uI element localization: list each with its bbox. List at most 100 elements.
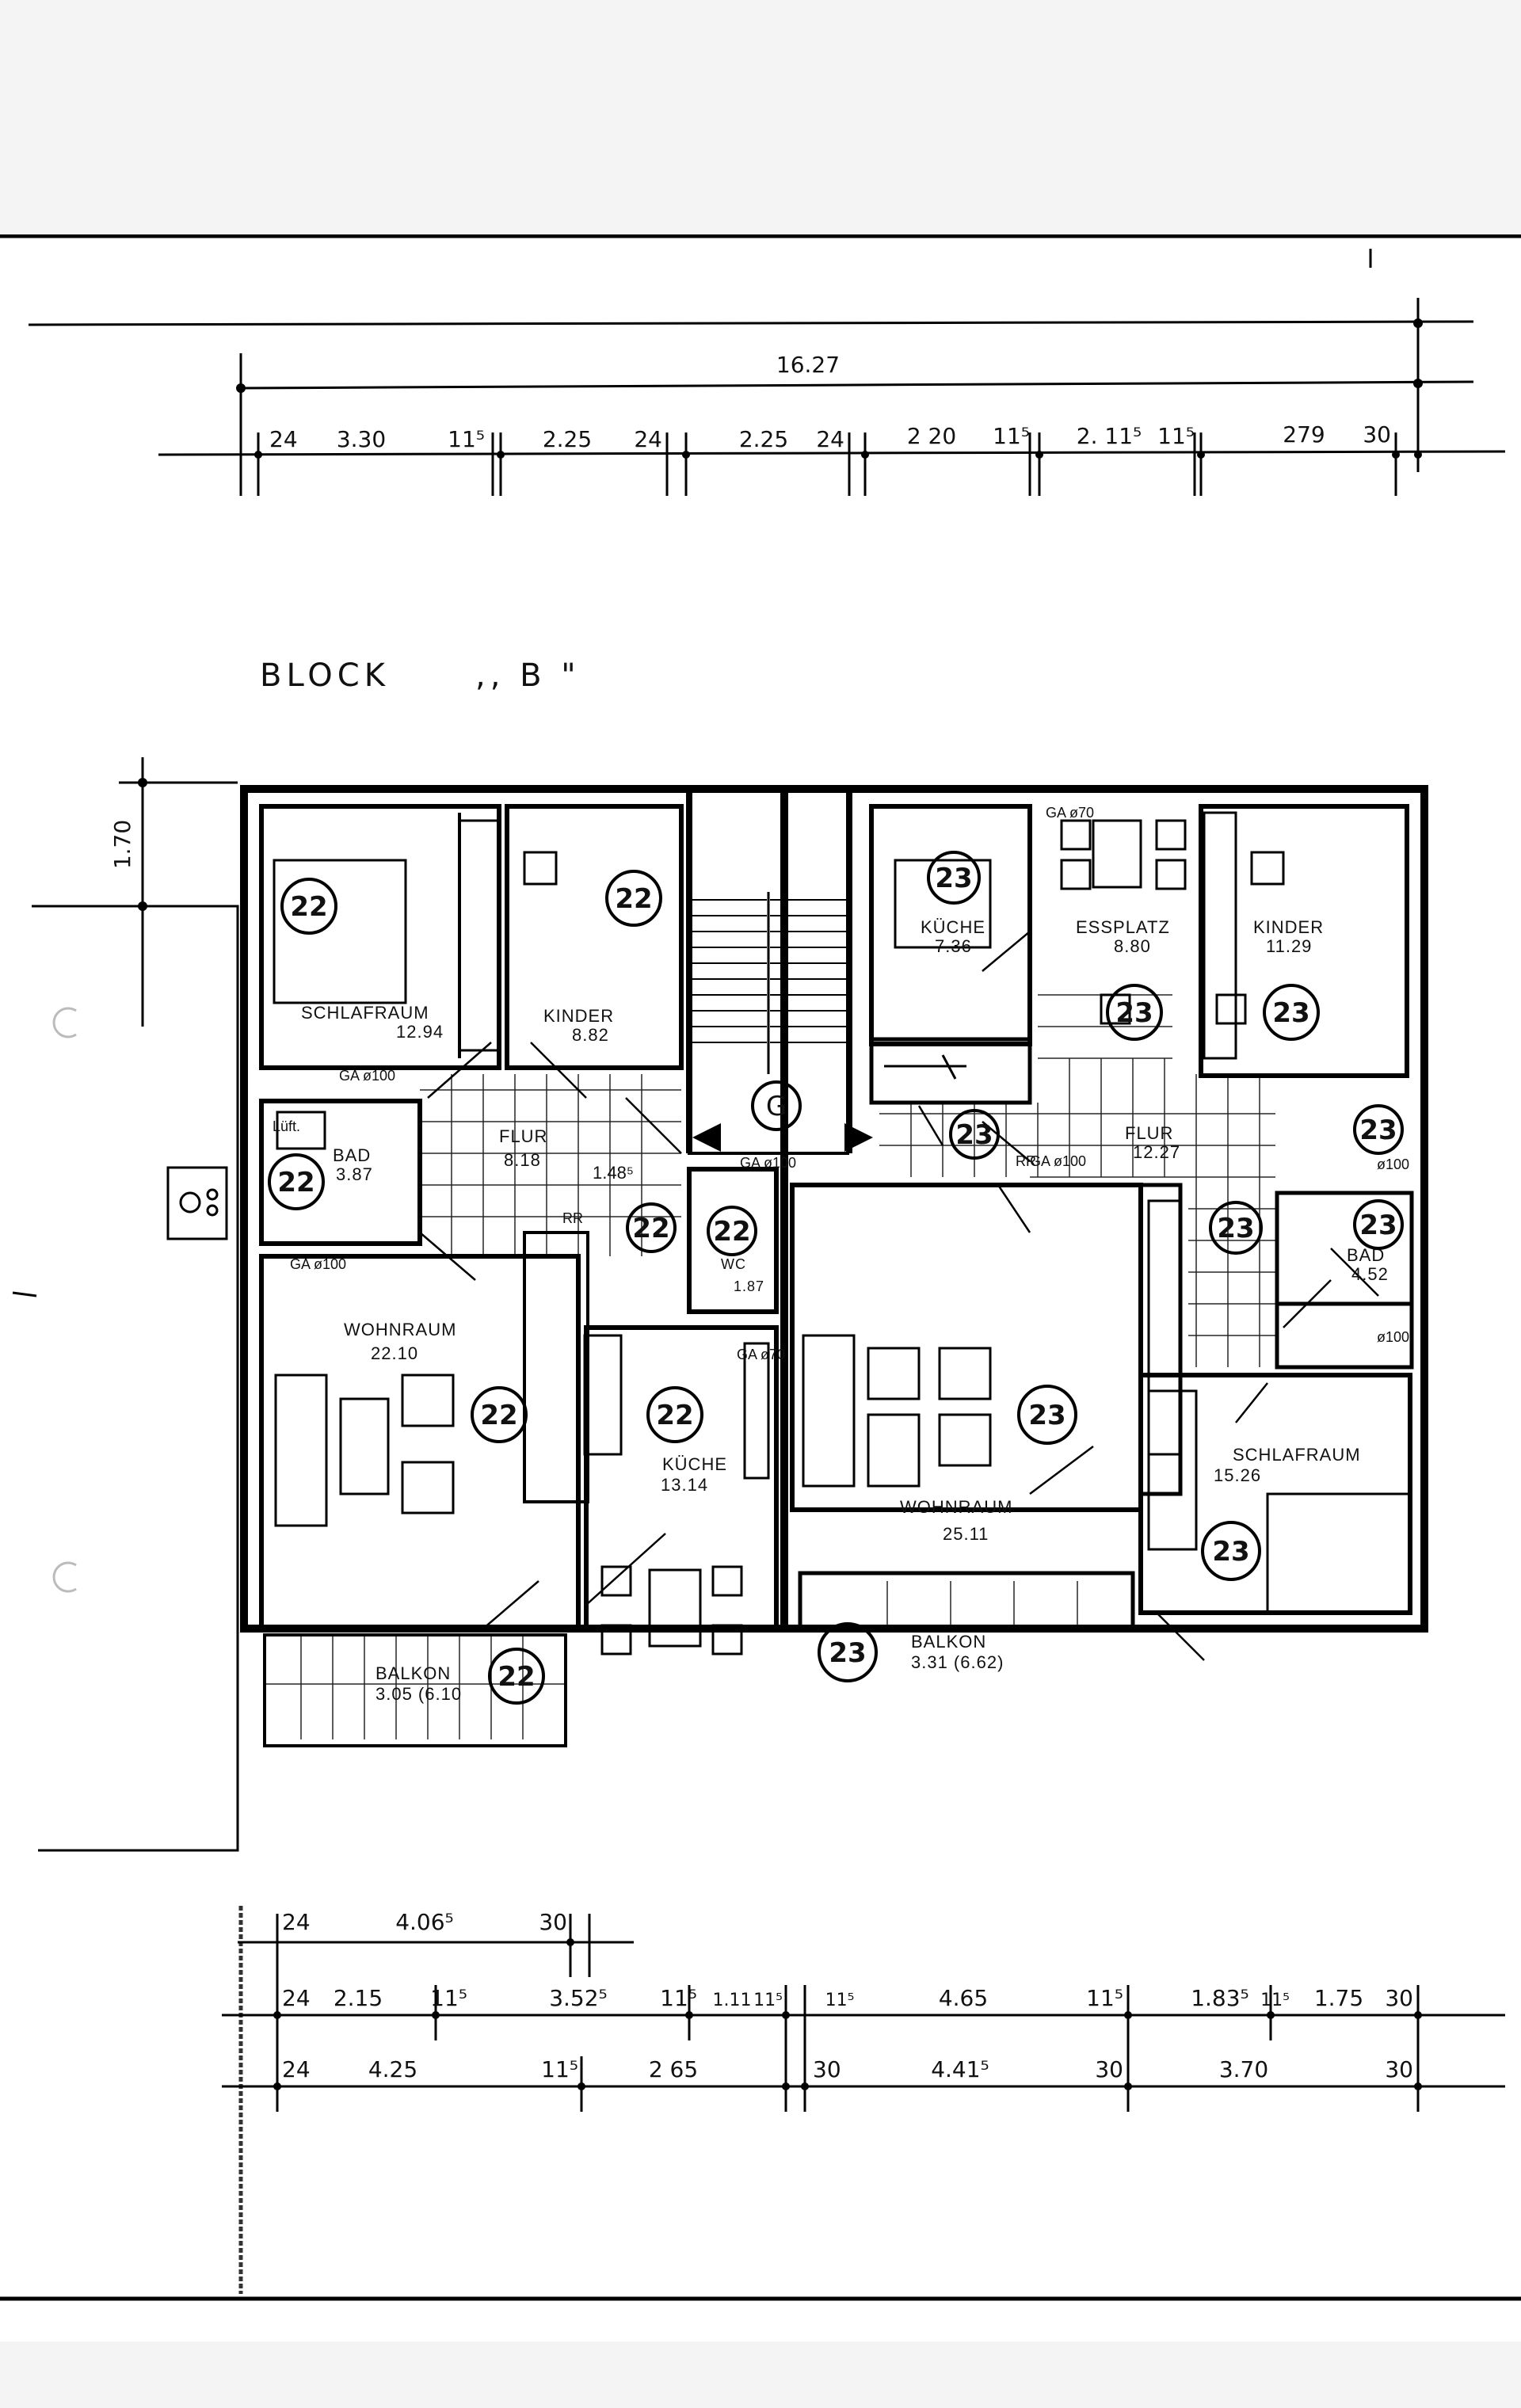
staircase-marker <box>751 1080 802 1131</box>
rr-label: RR <box>562 1210 583 1226</box>
dim-label: 1.75 <box>1314 1985 1363 2011</box>
room-name: KÜCHE <box>662 1454 727 1474</box>
annotations: Lüft. GA ø100 GA ø100 GA ø100 GA ø100 GA… <box>273 805 1409 1362</box>
room-name: WOHNRAUM <box>900 1497 1012 1517</box>
room-area: 12.27 <box>1133 1142 1180 1162</box>
room-area: 8.80 <box>1114 936 1151 956</box>
dim-label: 24 <box>269 426 298 452</box>
dim-label: 279 <box>1283 421 1325 448</box>
dim-label: 2.25 <box>739 426 788 452</box>
room-name: BAD <box>333 1145 371 1165</box>
dim-label: 11⁵ <box>1157 423 1195 449</box>
arrow-left-icon <box>692 1123 721 1152</box>
room-area: 8.18 <box>504 1150 541 1170</box>
ga-label: GA ø70 <box>1046 805 1094 821</box>
block-title: BLOCK <box>260 657 390 694</box>
bottom-dimension-chain <box>222 1914 1505 2112</box>
dim-label: 24 <box>282 2056 311 2082</box>
dim-label: 2 65 <box>649 2056 698 2082</box>
left-height-dim: 1.70 <box>109 820 135 869</box>
dim-label: 11⁵ <box>430 1985 467 2011</box>
dim-label: 30 <box>1385 2056 1413 2082</box>
ga-label: GA ø70 <box>737 1347 785 1362</box>
furniture <box>166 819 1412 1656</box>
dim-label: 2 20 <box>907 423 956 449</box>
dim-label: 30 <box>539 1909 567 1935</box>
ga-label: GA ø100 <box>290 1256 346 1272</box>
unit-number: 23 <box>1028 1400 1065 1431</box>
dim-label: 30 <box>813 2056 841 2082</box>
floor-plan-drawing: 16.27 24 3.30 11⁵ 2.25 24 2.25 24 2 20 1… <box>0 234 1521 2301</box>
room-labels: SCHLAFRAUM 12.94 KINDER 8.82 BAD 3.87 FL… <box>301 917 1389 1704</box>
dim-label: 11⁵ <box>448 426 485 452</box>
dim-label: 2.25 <box>543 426 592 452</box>
bottom-dim-labels: 24 4.06⁵ 30 24 2.15 11⁵ 3.52⁵ 11⁵ 1.11 1… <box>282 1909 1413 2082</box>
ga-label: GA ø100 <box>339 1068 395 1084</box>
unit-number: 23 <box>1359 1210 1397 1241</box>
unit-number: 22 <box>632 1213 669 1244</box>
room-area: 3.05 (6.10 <box>375 1684 462 1704</box>
building-walls <box>240 785 1428 1747</box>
room-area: 8.82 <box>572 1025 609 1045</box>
top-dim-labels: 24 3.30 11⁵ 2.25 24 2.25 24 2 20 11⁵ 2. … <box>269 421 1391 452</box>
room-area: 4.52 <box>1351 1264 1389 1284</box>
luft-label: Lüft. <box>273 1118 300 1134</box>
flur-22-tiles <box>420 1074 681 1256</box>
dim-label: 3.52⁵ <box>549 1985 608 2011</box>
dim-label: 3.30 <box>337 426 386 452</box>
unit-number: 23 <box>1272 997 1309 1029</box>
room-name: BALKON <box>911 1632 986 1652</box>
room-name: FLUR <box>499 1126 547 1146</box>
unit-number: 22 <box>277 1167 314 1198</box>
dim-label: 30 <box>1385 1985 1413 2011</box>
door-swings <box>419 931 1379 1661</box>
dim-label: 4.06⁵ <box>395 1909 454 1935</box>
room-name: BALKON <box>375 1663 451 1683</box>
block-letter: ,, B " <box>475 657 581 694</box>
dim-label: 30 <box>1363 421 1391 448</box>
unit-number: 22 <box>713 1216 750 1248</box>
punch-hole-icon <box>52 1561 77 1593</box>
dim-label: 1.11 <box>713 1991 752 2010</box>
room-area: 11.29 <box>1266 936 1312 956</box>
dim-label: 11⁵ <box>660 1985 697 2011</box>
ga-label: GA ø100 <box>740 1155 796 1171</box>
unit-number: 23 <box>1359 1114 1397 1146</box>
diameter-label: ø100 <box>1377 1329 1409 1345</box>
room-area: 15.26 <box>1214 1465 1261 1485</box>
unit-number: 23 <box>955 1119 993 1151</box>
dim-label: 24 <box>816 426 844 452</box>
dim-label: 24 <box>282 1909 311 1935</box>
ga-label: GA ø100 <box>1030 1153 1086 1169</box>
flur-23-tiles <box>879 994 1275 1367</box>
room-name: SCHLAFRAUM <box>301 1003 429 1023</box>
dim-label: 24 <box>282 1985 311 2011</box>
unit-number: 23 <box>1217 1213 1254 1244</box>
room-area: 1.87 <box>734 1278 764 1294</box>
room-area: 13.14 <box>661 1475 708 1495</box>
punch-hole-icon <box>52 1007 77 1038</box>
balkon-tiles <box>265 1581 1078 1739</box>
overall-width-dim: 16.27 <box>776 352 840 378</box>
room-name: WC <box>721 1256 746 1272</box>
dim-label: 4.41⁵ <box>931 2056 989 2082</box>
dim-label: 11⁵ <box>993 423 1030 449</box>
room-name: KINDER <box>543 1006 614 1026</box>
room-area: 3.87 <box>336 1164 373 1184</box>
unit-number: 22 <box>497 1661 535 1693</box>
floor-plan-sheet: 16.27 24 3.30 11⁵ 2.25 24 2.25 24 2 20 1… <box>0 234 1521 2341</box>
unit-number: 22 <box>656 1400 693 1431</box>
room-area: 25.11 <box>943 1524 989 1544</box>
dim-label: 2. 11⁵ <box>1077 423 1142 449</box>
dim-label: 4.65 <box>939 1985 988 2011</box>
room-name: WOHNRAUM <box>344 1320 456 1339</box>
room-name: KINDER <box>1253 917 1324 937</box>
room-name: ESSPLATZ <box>1076 917 1170 937</box>
dim-label: 24 <box>634 426 662 452</box>
dim-label: 11⁵ <box>1086 1985 1123 2011</box>
dim-label: 11⁵ <box>1260 1991 1290 2010</box>
room-area: 22.10 <box>371 1343 418 1363</box>
door-width-dim: 1.48⁵ <box>593 1163 634 1183</box>
dim-label: 30 <box>1095 2056 1123 2082</box>
rr-label: RR <box>1016 1153 1036 1169</box>
